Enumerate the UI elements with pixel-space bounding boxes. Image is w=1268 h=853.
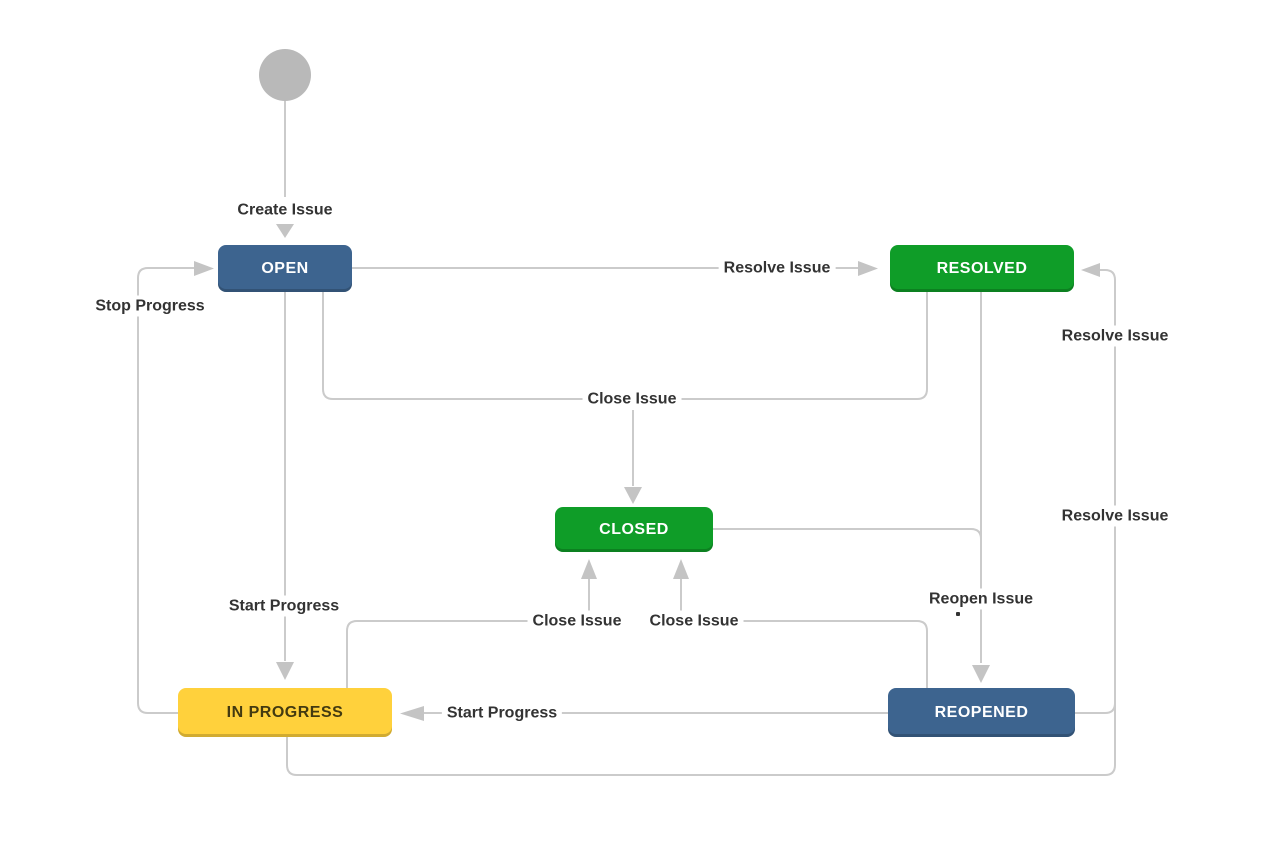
edge-reopen-closed-branch-line (713, 528, 982, 540)
arrowhead-reopen (972, 665, 990, 683)
start-node-circle (259, 49, 311, 101)
edge-label-close-issue-reopened[interactable]: Close Issue (644, 610, 744, 632)
arrowhead-start-progress-open (276, 662, 294, 680)
node-in-progress-label: IN PROGRESS (226, 703, 344, 721)
edge-resolve-bottom-line (286, 269, 1116, 776)
edge-close-merge-line (322, 292, 928, 400)
edge-label-reopen-issue[interactable]: Reopen Issue (923, 588, 1039, 610)
edge-label-resolve-issue-right-lower[interactable]: Resolve Issue (1056, 505, 1174, 527)
edge-label-close-issue-in-progress[interactable]: Close Issue (527, 610, 627, 632)
arrowhead-close-reopened (673, 559, 689, 579)
arrowhead-start-progress-reopened (400, 706, 424, 721)
edge-label-resolve-issue-open[interactable]: Resolve Issue (718, 257, 836, 279)
node-in-progress[interactable]: IN PROGRESS (178, 688, 392, 737)
arrowhead-close-top (624, 487, 642, 504)
edge-stop-progress-line (137, 267, 194, 714)
node-reopened[interactable]: REOPENED (888, 688, 1075, 737)
edge-label-start-progress-reopened[interactable]: Start Progress (441, 702, 563, 724)
arrowhead-resolve-right (1081, 263, 1100, 277)
arrowhead-resolve-open (858, 261, 878, 276)
stray-dot-mark (956, 612, 960, 616)
node-resolved-label: RESOLVED (936, 259, 1028, 277)
arrowhead-stop-progress (194, 261, 214, 276)
edge-resolve-reopened-branch-line (1074, 702, 1116, 714)
node-resolved[interactable]: RESOLVED (890, 245, 1074, 292)
edge-label-close-issue-merged[interactable]: Close Issue (582, 388, 682, 410)
node-reopened-label: REOPENED (934, 703, 1029, 721)
edge-label-resolve-issue-right-upper[interactable]: Resolve Issue (1056, 325, 1174, 347)
edge-label-create-issue[interactable]: Create Issue (232, 199, 338, 221)
edge-close-reopened-line (680, 578, 928, 688)
node-closed-label: CLOSED (599, 520, 669, 538)
node-open-label: OPEN (261, 259, 309, 277)
edge-close-inprogress-line (346, 578, 590, 688)
edge-label-stop-progress[interactable]: Stop Progress (90, 295, 210, 317)
edge-label-start-progress-open[interactable]: Start Progress (223, 595, 345, 617)
arrowhead-create-issue (276, 224, 294, 238)
node-closed[interactable]: CLOSED (555, 507, 713, 552)
arrowhead-close-inprogress (581, 559, 597, 579)
node-open[interactable]: OPEN (218, 245, 352, 292)
